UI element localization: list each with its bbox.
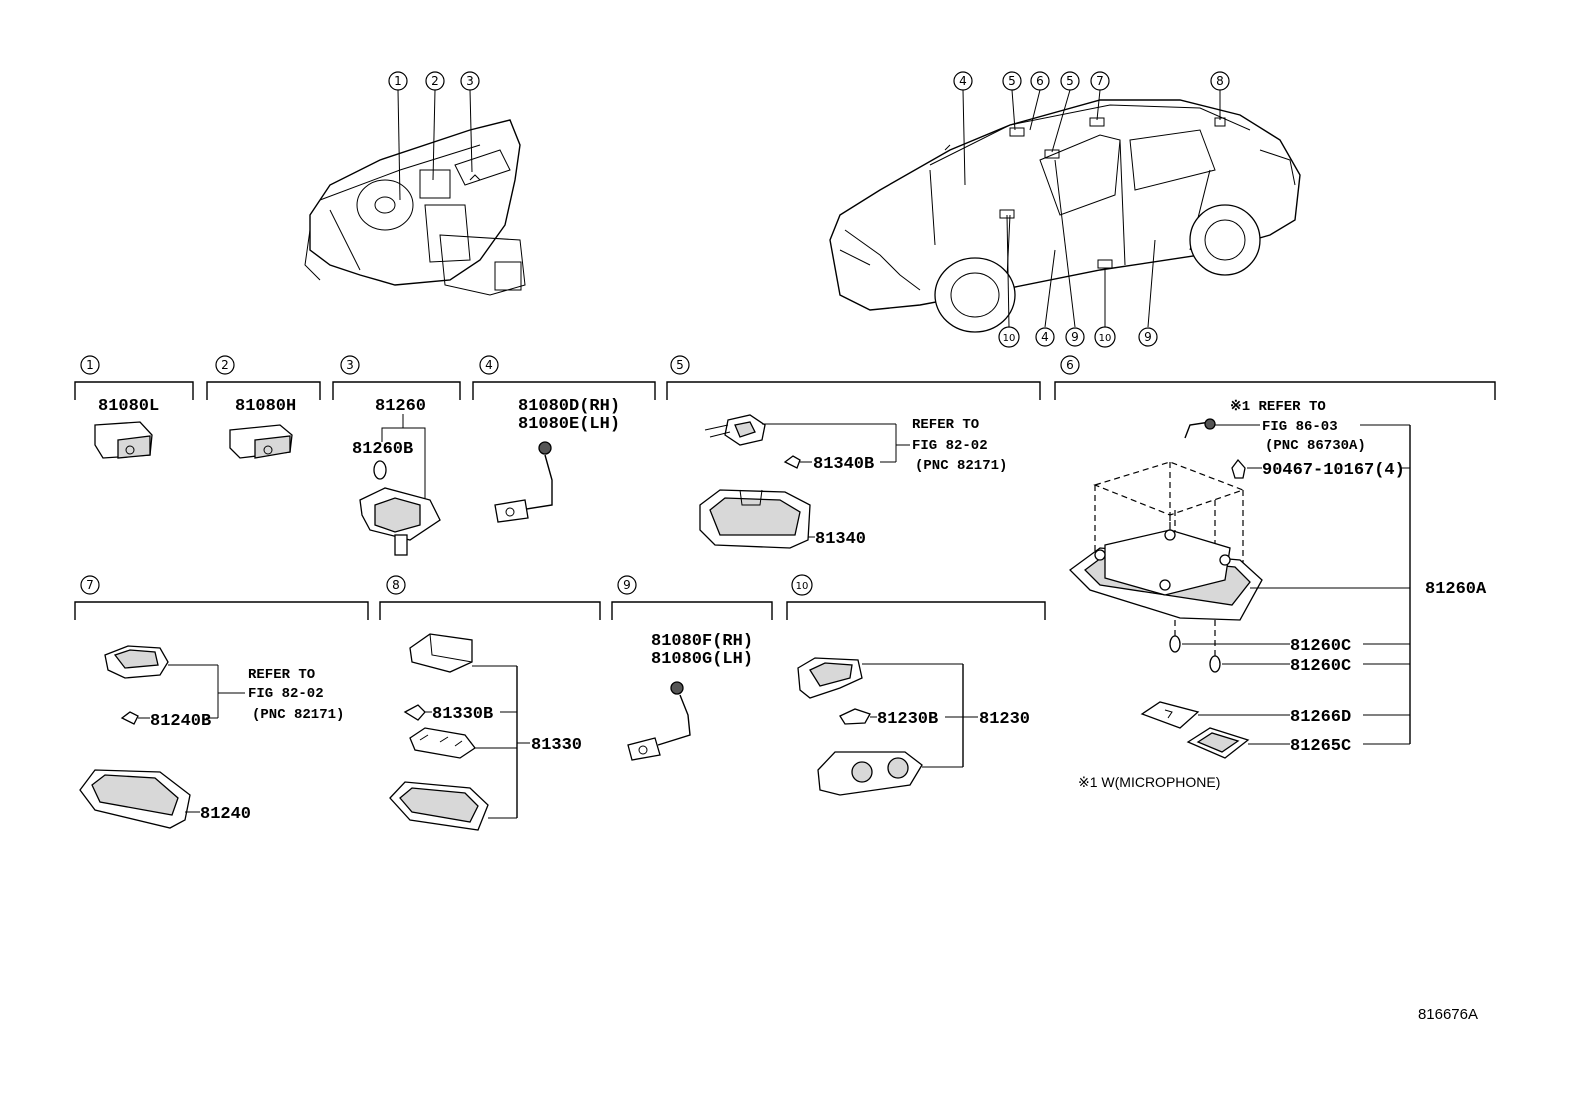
- svg-text:8: 8: [392, 578, 400, 592]
- part-81265C: 81265C: [1290, 737, 1351, 756]
- refer-to-fig-82-02-a: REFER TO FIG 82-02 (PNC 82171): [896, 417, 1007, 474]
- part-81266D: 81266D: [1290, 708, 1351, 727]
- part-81080L: 81080L: [98, 397, 159, 416]
- callout-8-top: 8: [1210, 71, 1230, 91]
- svg-text:(PNC 86730A): (PNC 86730A): [1265, 438, 1366, 454]
- callout-1: 1: [388, 71, 408, 91]
- callout-4-top: 4: [953, 71, 973, 91]
- part-81080F-RH: 81080F(RH): [651, 632, 753, 651]
- svg-text:10: 10: [1003, 333, 1016, 344]
- callout-5-top-b: 5: [1060, 71, 1080, 91]
- svg-text:1: 1: [394, 74, 402, 88]
- part-81080D-RH: 81080D(RH): [518, 397, 620, 416]
- part-81330: 81330: [531, 736, 582, 755]
- refer-to-fig-86-03: ※1 REFER TO FIG 86-03 (PNC 86730A): [1230, 399, 1366, 454]
- svg-text:6: 6: [1066, 358, 1074, 372]
- svg-text:5: 5: [1066, 74, 1074, 88]
- svg-text:FIG 82-02: FIG 82-02: [248, 686, 324, 702]
- svg-text:7: 7: [86, 578, 94, 592]
- car-callouts: 4 5 6 5 7 8 10 4: [953, 71, 1230, 348]
- svg-text:※1 REFER TO: ※1 REFER TO: [1230, 399, 1326, 415]
- part-81340B: 81340B: [813, 455, 874, 474]
- svg-text:9: 9: [1144, 330, 1152, 344]
- figure-id: 816676A: [1418, 1006, 1478, 1023]
- part-81080E-LH: 81080E(LH): [518, 415, 620, 434]
- svg-text:9: 9: [1071, 330, 1079, 344]
- svg-text:1: 1: [86, 358, 94, 372]
- group-10: 10 81230B 81230: [786, 574, 1046, 796]
- svg-text:5: 5: [1008, 74, 1016, 88]
- group-4: 4 81080D(RH) 81080E(LH): [472, 355, 656, 523]
- dashboard-callouts: 1 2 3: [388, 71, 480, 201]
- svg-text:3: 3: [346, 358, 354, 372]
- callout-6-top: 6: [1030, 71, 1050, 91]
- dashboard-illustration: [304, 119, 526, 296]
- svg-text:4: 4: [1041, 330, 1049, 344]
- part-81260A: 81260A: [1425, 580, 1487, 599]
- svg-text:8: 8: [1216, 74, 1224, 88]
- group-5: 5 81340B REFER TO FIG 82-02 (PNC 82171) …: [666, 355, 1041, 549]
- part-81340: 81340: [815, 530, 866, 549]
- part-81260: 81260: [375, 397, 426, 416]
- callout-2: 2: [425, 71, 445, 91]
- svg-text:7: 7: [1096, 74, 1104, 88]
- part-81230B: 81230B: [877, 710, 938, 729]
- group-2: 2 81080H: [206, 355, 321, 459]
- group-7: 7 81240B REFER TO FIG 82-02 (PNC 82171) …: [74, 575, 369, 829]
- callout-9-bottom-a: 9: [1065, 327, 1085, 347]
- svg-text:FIG 82-02: FIG 82-02: [912, 438, 988, 454]
- group-3: 3 81260 81260B: [332, 355, 461, 556]
- part-81230: 81230: [979, 710, 1030, 729]
- svg-text:REFER TO: REFER TO: [248, 667, 315, 683]
- svg-text:4: 4: [959, 74, 967, 88]
- callout-9-bottom-b: 9: [1138, 327, 1158, 347]
- group-9: 9 81080F(RH) 81080G(LH): [611, 575, 773, 761]
- group-8: 8 81330B 81330: [379, 575, 601, 831]
- svg-text:3: 3: [466, 74, 474, 88]
- svg-text:5: 5: [676, 358, 684, 372]
- group-1: 1 81080L: [74, 355, 194, 459]
- part-81080H: 81080H: [235, 397, 296, 416]
- svg-text:FIG 86-03: FIG 86-03: [1262, 419, 1338, 435]
- part-81260B: 81260B: [352, 440, 413, 459]
- group-6: 6 ※1 REFER TO FIG 86-03 (PNC 86730A) 904…: [1054, 355, 1496, 790]
- callout-10-bottom-a: 10: [998, 326, 1020, 348]
- part-81080G-LH: 81080G(LH): [651, 650, 753, 669]
- callout-4-bottom: 4: [1035, 327, 1055, 347]
- svg-text:10: 10: [1099, 333, 1112, 344]
- part-81260C-b: 81260C: [1290, 657, 1351, 676]
- part-90467-10167: 90467-10167(4): [1262, 461, 1405, 480]
- svg-text:REFER TO: REFER TO: [912, 417, 979, 433]
- part-81330B: 81330B: [432, 705, 493, 724]
- callout-10-bottom-b: 10: [1094, 326, 1116, 348]
- refer-to-fig-82-02-b: REFER TO FIG 82-02 (PNC 82171): [218, 667, 344, 723]
- svg-text:9: 9: [623, 578, 631, 592]
- callout-7-top: 7: [1090, 71, 1110, 91]
- microphone-note: ※1 W(MICROPHONE): [1078, 774, 1220, 790]
- part-81240: 81240: [200, 805, 251, 824]
- svg-text:(PNC 82171): (PNC 82171): [252, 707, 344, 723]
- callout-3: 3: [460, 71, 480, 91]
- svg-text:(PNC 82171): (PNC 82171): [915, 458, 1007, 474]
- svg-text:2: 2: [431, 74, 439, 88]
- svg-text:10: 10: [796, 581, 809, 592]
- part-81260C-a: 81260C: [1290, 637, 1351, 656]
- svg-text:6: 6: [1036, 74, 1044, 88]
- svg-text:2: 2: [221, 358, 229, 372]
- car-illustration: [829, 99, 1301, 333]
- svg-text:4: 4: [485, 358, 493, 372]
- callout-5-top-a: 5: [1002, 71, 1022, 91]
- part-81240B: 81240B: [150, 712, 211, 731]
